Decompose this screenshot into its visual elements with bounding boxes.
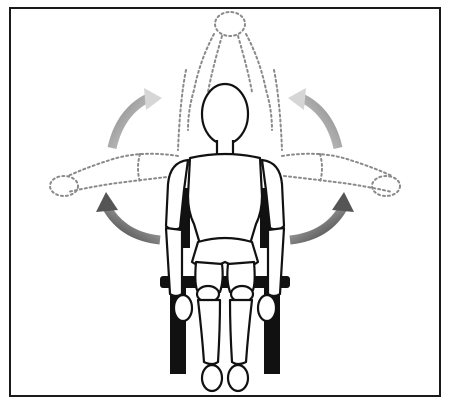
torso: [188, 154, 262, 248]
head: [202, 84, 248, 144]
